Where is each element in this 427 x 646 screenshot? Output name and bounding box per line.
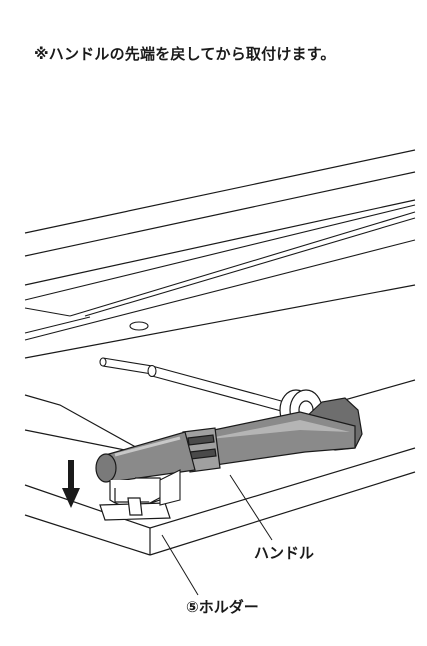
instruction-text: ※ハンドルの先端を戻してから取付けます。 [34,45,336,63]
mounting-block [159,469,181,506]
board-panel [24,284,416,556]
holder [99,477,171,521]
holder-leader-line [161,534,199,596]
rail-channel [24,204,416,341]
handle [95,397,363,483]
shaft [99,357,286,413]
down-arrow-icon [62,460,80,508]
handle-leader-line [229,474,273,541]
holder-label: ⑤ホルダー [186,598,259,616]
rear-panel [24,149,416,286]
handle-label: ハンドル [254,544,314,562]
board-hole [129,321,149,331]
